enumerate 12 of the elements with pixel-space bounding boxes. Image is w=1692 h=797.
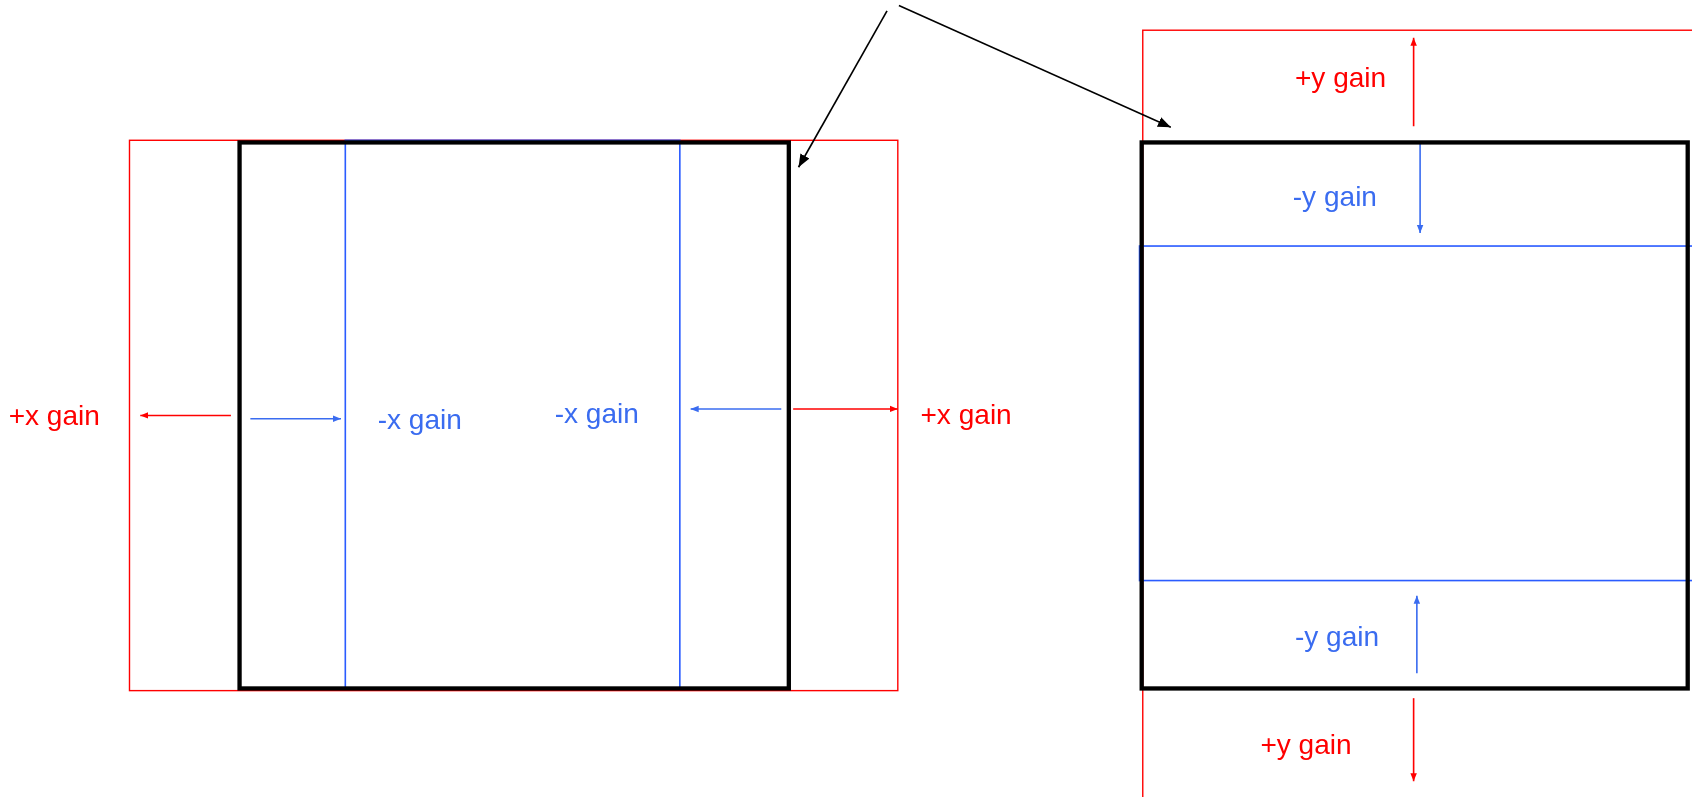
gain-label: -y gain: [1294, 620, 1380, 653]
leader-line: [797, 9, 888, 169]
outline-box: [1139, 140, 1690, 691]
outline-box: [237, 140, 791, 691]
gain-label: +y gain: [1294, 61, 1387, 94]
gain-label: -x gain: [554, 397, 639, 430]
gain-label: -x gain: [377, 403, 462, 436]
gain-label: +x gain: [8, 399, 100, 432]
gain-label: -y gain: [1292, 180, 1377, 213]
gain-label: +x gain: [920, 398, 1012, 431]
leader-line: [898, 4, 1172, 129]
gain-label: +y gain: [1260, 728, 1352, 761]
